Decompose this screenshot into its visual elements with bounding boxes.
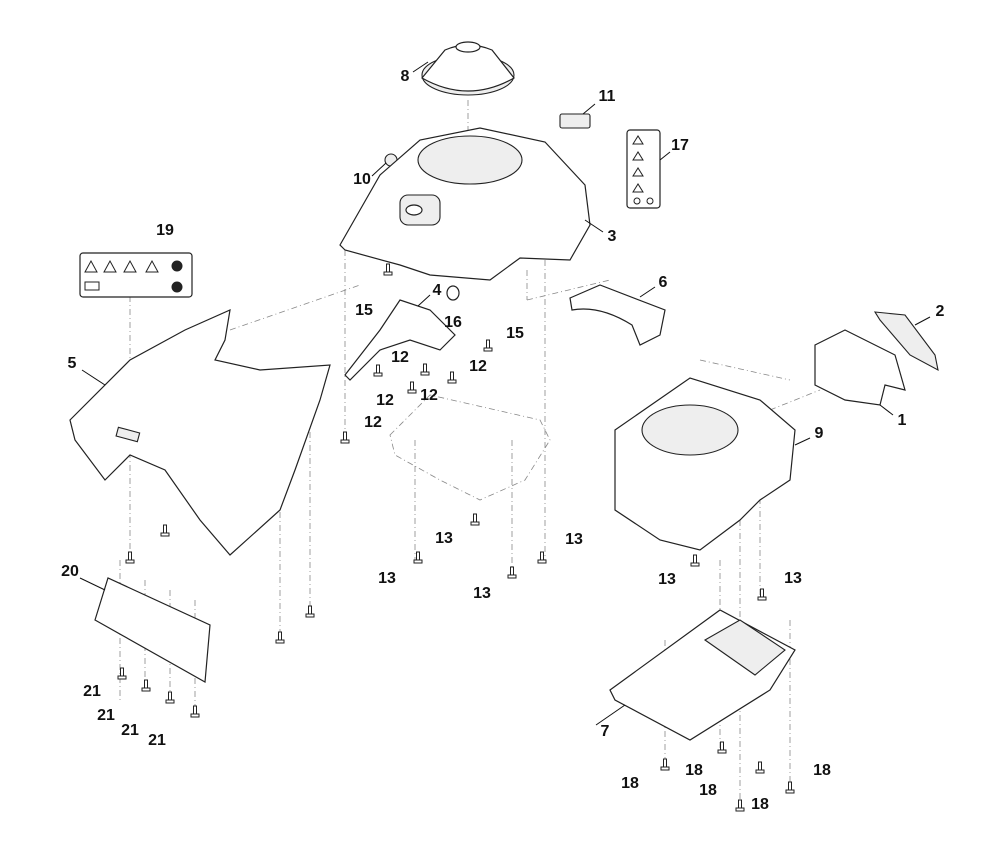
callout-13[interactable]: 13 [473,585,491,602]
screw[interactable] [340,431,350,444]
callout-18[interactable]: 18 [751,796,769,813]
screw[interactable] [305,605,315,618]
part-side-cover[interactable] [569,284,666,346]
part-engine-hood[interactable] [339,127,591,281]
leader-lines [79,61,931,726]
callout-12[interactable]: 12 [391,349,409,366]
screw[interactable] [413,551,423,564]
callout-13[interactable]: 13 [435,530,453,547]
callout-12[interactable]: 12 [420,387,438,404]
screw[interactable] [407,381,417,394]
screw[interactable] [141,679,151,692]
callout-13[interactable]: 13 [658,571,676,588]
screw[interactable] [660,758,670,771]
part-warning-label-horizontal[interactable] [79,252,193,298]
callout-7[interactable]: 7 [600,723,610,740]
callout-3[interactable]: 3 [607,228,617,245]
callout-10[interactable]: 10 [353,171,371,188]
callout-21[interactable]: 21 [97,707,115,724]
callout-6[interactable]: 6 [658,274,668,291]
screws [117,263,795,812]
part-front-hood[interactable] [69,308,331,556]
callout-21[interactable]: 21 [121,722,139,739]
callout-18[interactable]: 18 [813,762,831,779]
part-deflector-plate[interactable] [344,299,456,381]
callout-12[interactable]: 12 [376,392,394,409]
screw[interactable] [537,551,547,564]
screw[interactable] [690,554,700,567]
part-flap[interactable] [873,311,939,372]
callout-13[interactable]: 13 [378,570,396,587]
callout-2[interactable]: 2 [935,303,945,320]
part-ring[interactable] [446,285,460,301]
callout-1[interactable]: 1 [897,412,907,429]
screw[interactable] [483,339,493,352]
screw[interactable] [447,371,457,384]
callout-18[interactable]: 18 [621,775,639,792]
callout-9[interactable]: 9 [814,425,824,442]
callout-12[interactable]: 12 [364,414,382,431]
part-air-filter-cover[interactable] [421,41,515,96]
screw[interactable] [470,513,480,526]
screw[interactable] [717,741,727,754]
screw[interactable] [160,524,170,537]
screw[interactable] [420,363,430,376]
screw[interactable] [125,551,135,564]
screw[interactable] [373,364,383,377]
callout-4[interactable]: 4 [432,282,442,299]
part-bottom-tray[interactable] [609,609,796,741]
callout-21[interactable]: 21 [148,732,166,749]
screw[interactable] [383,263,393,276]
callout-15[interactable]: 15 [506,325,524,342]
screw[interactable] [165,691,175,704]
callout-15[interactable]: 15 [355,302,373,319]
screw[interactable] [755,761,765,774]
callout-13[interactable]: 13 [784,570,802,587]
callout-18[interactable]: 18 [699,782,717,799]
part-motor-housing[interactable] [614,377,796,551]
part-rear-flap[interactable] [94,577,211,683]
callout-12[interactable]: 12 [469,358,487,375]
screw[interactable] [735,799,745,812]
part-label-small[interactable] [559,113,591,129]
callout-16[interactable]: 16 [444,314,462,331]
callout-21[interactable]: 21 [83,683,101,700]
part-housing-box[interactable] [814,329,906,406]
screw[interactable] [507,566,517,579]
callout-11[interactable]: 11 [598,88,616,105]
callout-8[interactable]: 8 [400,68,410,85]
screw[interactable] [785,781,795,794]
screw[interactable] [190,705,200,718]
screw[interactable] [117,667,127,680]
part-base-plate[interactable] [389,394,551,501]
callout-20[interactable]: 20 [61,563,79,580]
screw[interactable] [275,631,285,644]
part-warning-label-vertical[interactable] [626,129,661,209]
callout-13[interactable]: 13 [565,531,583,548]
callout-19[interactable]: 19 [156,222,174,239]
callout-17[interactable]: 17 [671,137,689,154]
callout-18[interactable]: 18 [685,762,703,779]
callout-5[interactable]: 5 [67,355,77,372]
screw[interactable] [757,588,767,601]
